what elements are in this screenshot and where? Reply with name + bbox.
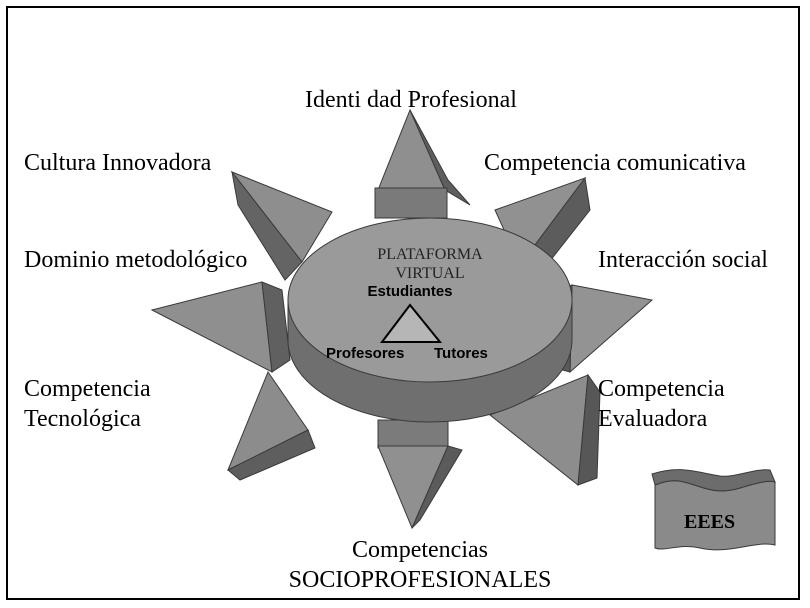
vertex-label-students: Estudiantes	[367, 283, 453, 300]
vertex-label-tutors: Tutores	[434, 345, 488, 362]
eees-flag	[651, 469, 776, 551]
arrow-bottom-left	[227, 370, 316, 481]
label-identidad-profesional: Identi dad Profesional	[305, 87, 517, 113]
label-cultura-innovadora: Cultura Innovadora	[24, 150, 212, 176]
label-interaccion-social: Interacción social	[598, 247, 768, 273]
vertex-label-professors: Profesores	[326, 345, 405, 362]
label-competencias-socio-2: SOCIOPROFESIONALES	[288, 567, 552, 593]
label-competencia-evaluadora-2: Evaluadora	[598, 406, 708, 432]
actors-triangle	[379, 303, 443, 343]
label-competencia-evaluadora-1: Competencia	[598, 376, 725, 402]
label-competencia-tecnologica-1: Competencia	[24, 376, 151, 402]
arrow-top-left	[230, 170, 333, 281]
arrow-bottom-right	[489, 373, 601, 486]
label-dominio-metodologico: Dominio metodológico	[24, 247, 248, 273]
arrow-left	[150, 281, 291, 373]
label-competencias-socio-1: Competencias	[352, 537, 488, 563]
arrow-top	[374, 108, 471, 219]
label-competencia-tecnologica-2: Tecnológica	[24, 406, 141, 432]
platform-title-line2: VIRTUAL	[395, 265, 465, 282]
platform-disc	[287, 217, 573, 423]
label-competencia-comunicativa: Competencia comunicativa	[484, 150, 746, 176]
platform-title-line1: PLATAFORMA	[377, 246, 483, 263]
arrow-bottom	[377, 419, 463, 530]
eees-flag-label: EEES	[684, 511, 736, 533]
